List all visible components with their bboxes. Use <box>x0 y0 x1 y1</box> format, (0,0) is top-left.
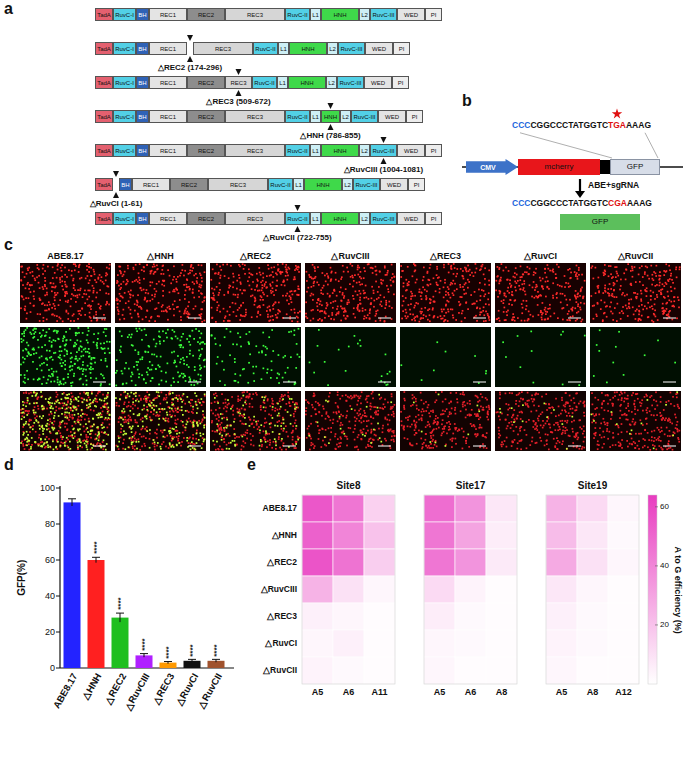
figure-stage: TadARuvC-IBHREC1REC2REC3RuvC-IIL1HNHL2Ru… <box>0 0 685 769</box>
